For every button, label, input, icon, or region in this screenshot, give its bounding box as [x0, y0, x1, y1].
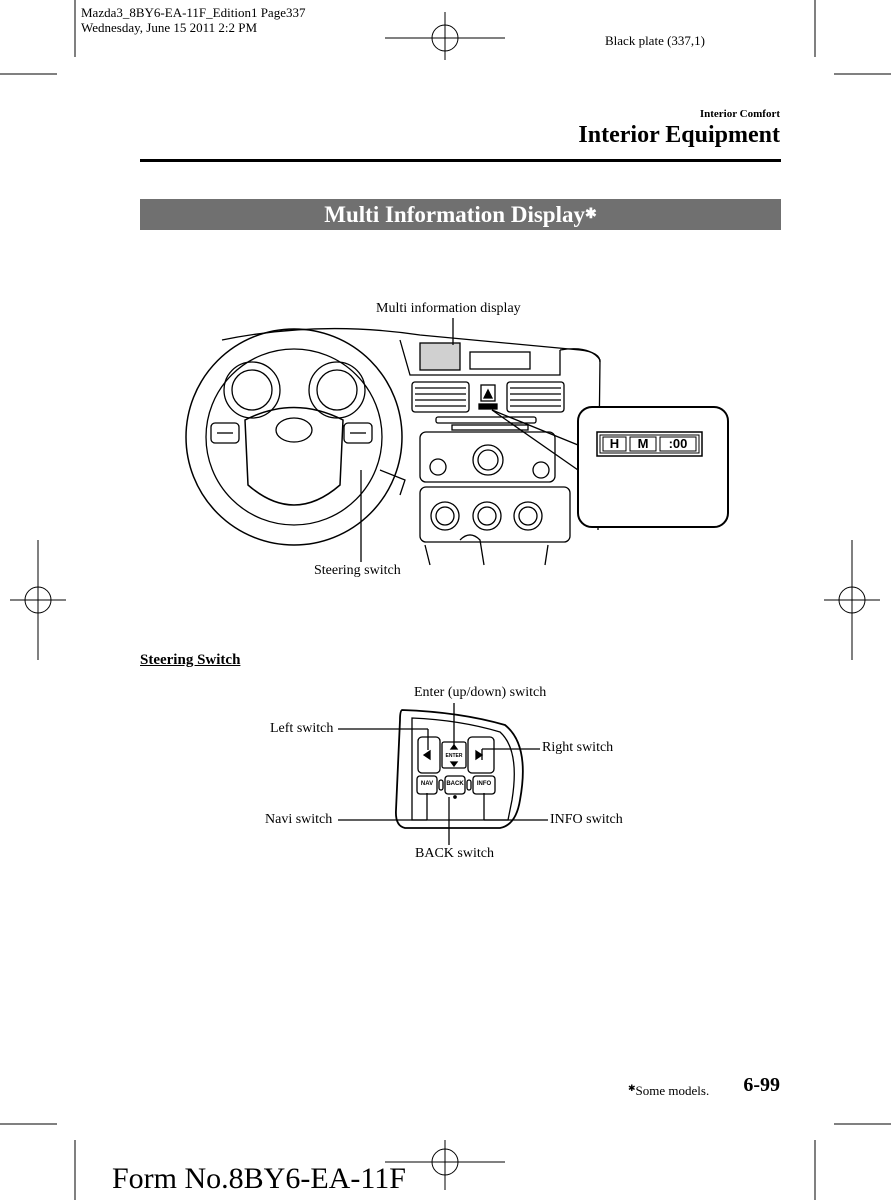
label-info-switch: INFO switch: [550, 812, 623, 827]
label-clock-line1: Clock adjustment: [597, 480, 696, 495]
label-clock-line2: buttons: [597, 498, 639, 513]
section-banner: Multi Information Display✱: [140, 199, 781, 230]
chapter-title: Interior Equipment: [578, 122, 780, 148]
print-plate: Black plate (337,1): [605, 33, 705, 48]
label-left-switch: Left switch: [270, 721, 334, 736]
asterisk-icon: ✱: [628, 1083, 636, 1093]
banner-title: Multi Information Display: [324, 202, 585, 227]
print-header-line1: Mazda3_8BY6-EA-11F_Edition1 Page337: [81, 5, 306, 20]
print-header-line2: Wednesday, June 15 2011 2:2 PM: [81, 20, 258, 35]
back-key-label: BACK: [446, 781, 464, 787]
label-multi-information-display: Multi information display: [376, 301, 521, 316]
footnote-text: Some models.: [635, 1083, 710, 1098]
label-navi-switch: Navi switch: [265, 812, 333, 827]
clock-button-00: :00: [668, 436, 688, 451]
clock-button-m: M: [637, 436, 649, 451]
clock-button-h: H: [609, 436, 620, 451]
asterisk-icon: ✱: [584, 207, 597, 222]
label-back-switch: BACK switch: [415, 846, 494, 861]
registration-mark-right: [824, 586, 880, 614]
label-enter-switch: Enter (up/down) switch: [414, 685, 547, 700]
page-number: 6-99: [743, 1074, 780, 1096]
label-steering-switch: Steering switch: [314, 563, 401, 578]
info-key-label: INFO: [476, 781, 492, 787]
registration-mark-left: [10, 586, 66, 614]
registration-mark-top: [385, 12, 505, 60]
enter-key-label: ENTER: [445, 753, 463, 759]
nav-key-label: NAV: [420, 781, 434, 787]
footnote: ✱Some models.: [628, 1083, 709, 1099]
label-right-switch: Right switch: [542, 740, 614, 755]
label-clock-adjustment: Clock adjustment buttons: [597, 479, 695, 515]
section-label: Interior Comfort: [699, 108, 780, 120]
form-number: Form No.8BY6-EA-11F: [112, 1162, 406, 1195]
registration-mark-bottom: [385, 1140, 505, 1190]
header-rule: [140, 159, 781, 162]
steering-switch-heading: Steering Switch: [140, 652, 241, 668]
